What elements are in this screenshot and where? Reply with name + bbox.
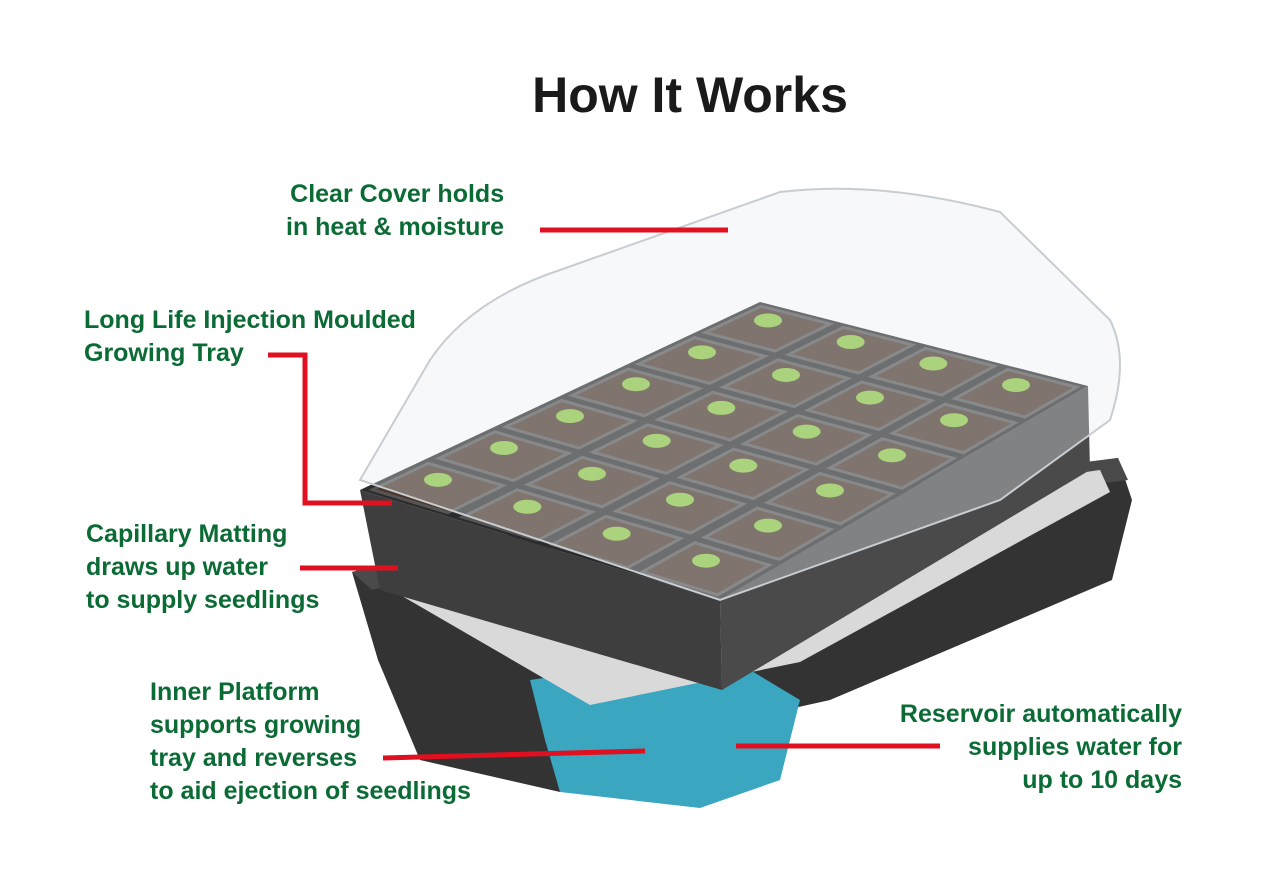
tray-cell xyxy=(700,304,835,353)
label-line: Capillary Matting xyxy=(86,520,288,548)
seedling xyxy=(556,409,584,424)
label-line: draws up water xyxy=(86,553,268,581)
leader-tray xyxy=(268,352,392,506)
label-line: Long Life Injection Moulded xyxy=(84,306,416,334)
tray-cell xyxy=(763,471,897,526)
seedling xyxy=(490,440,518,455)
seedling xyxy=(513,499,542,514)
tray-cell xyxy=(434,430,573,482)
label-line: to aid ejection of seedlings xyxy=(150,777,471,805)
tray-cell xyxy=(867,346,999,397)
label-line: tray and reverses xyxy=(150,744,358,772)
tray-cell xyxy=(888,402,1019,455)
seedling xyxy=(424,472,452,487)
tray-cell xyxy=(612,481,748,535)
tray-cell xyxy=(567,367,704,418)
tray-cell xyxy=(719,358,853,409)
seedling xyxy=(692,553,720,568)
tray-cell xyxy=(951,367,1081,419)
seedling xyxy=(688,345,716,360)
label-clear-cover: Clear Cover holds in heat & moisture xyxy=(286,178,504,244)
label-line: supplies water for xyxy=(968,733,1182,761)
tray-cell xyxy=(634,336,770,385)
label-capillary-matting: Capillary Matting draws up water to supp… xyxy=(86,518,319,617)
seedling xyxy=(602,526,631,541)
tray-cell xyxy=(825,437,958,490)
page-title: How It Works xyxy=(532,67,848,123)
label-line: Clear Cover holds xyxy=(290,180,505,208)
tray-cell xyxy=(700,506,835,561)
label-line: to supply seedlings xyxy=(86,586,320,614)
seedling xyxy=(792,424,821,439)
seedling xyxy=(666,492,694,507)
seedling xyxy=(1002,378,1030,393)
seedling xyxy=(836,334,865,349)
seedling xyxy=(729,458,758,473)
leader-platform xyxy=(382,748,646,761)
clear-cover xyxy=(358,187,1121,602)
label-growing-tray: Long Life Injection Moulded Growing Tray xyxy=(84,304,416,370)
seedling xyxy=(856,390,884,405)
seedling xyxy=(622,377,650,392)
tray-cell xyxy=(588,423,725,475)
seedling xyxy=(816,483,844,498)
tray-cell xyxy=(784,325,917,375)
tray-cell xyxy=(501,398,639,450)
tray-cell xyxy=(523,455,660,509)
seedling xyxy=(707,400,736,415)
seedling xyxy=(878,448,906,463)
label-line: in heat & moisture xyxy=(286,213,505,241)
seedling xyxy=(940,413,968,428)
seedling xyxy=(754,518,782,533)
label-reservoir: Reservoir automatically supplies water f… xyxy=(900,698,1182,797)
seedling xyxy=(772,367,800,382)
seedling xyxy=(578,466,606,481)
label-line: up to 10 days xyxy=(1022,766,1182,794)
growing-tray-front xyxy=(360,490,722,690)
tray-cell xyxy=(739,413,873,466)
tray-cell xyxy=(653,390,789,442)
seedling xyxy=(642,433,671,448)
seedling xyxy=(754,313,782,328)
label-line: supports growing xyxy=(150,711,362,739)
seedling xyxy=(919,356,948,371)
tray-cell xyxy=(803,380,936,432)
label-line: Growing Tray xyxy=(84,339,244,367)
label-line: Reservoir automatically xyxy=(899,700,1182,728)
label-inner-platform: Inner Platform supports growing tray and… xyxy=(150,676,471,808)
tray-cell xyxy=(676,447,811,501)
tray-cell xyxy=(638,541,774,597)
label-line: Inner Platform xyxy=(150,678,320,706)
tray-cell xyxy=(458,488,596,542)
tray-cell xyxy=(368,461,508,515)
growing-tray-side xyxy=(720,386,1090,690)
